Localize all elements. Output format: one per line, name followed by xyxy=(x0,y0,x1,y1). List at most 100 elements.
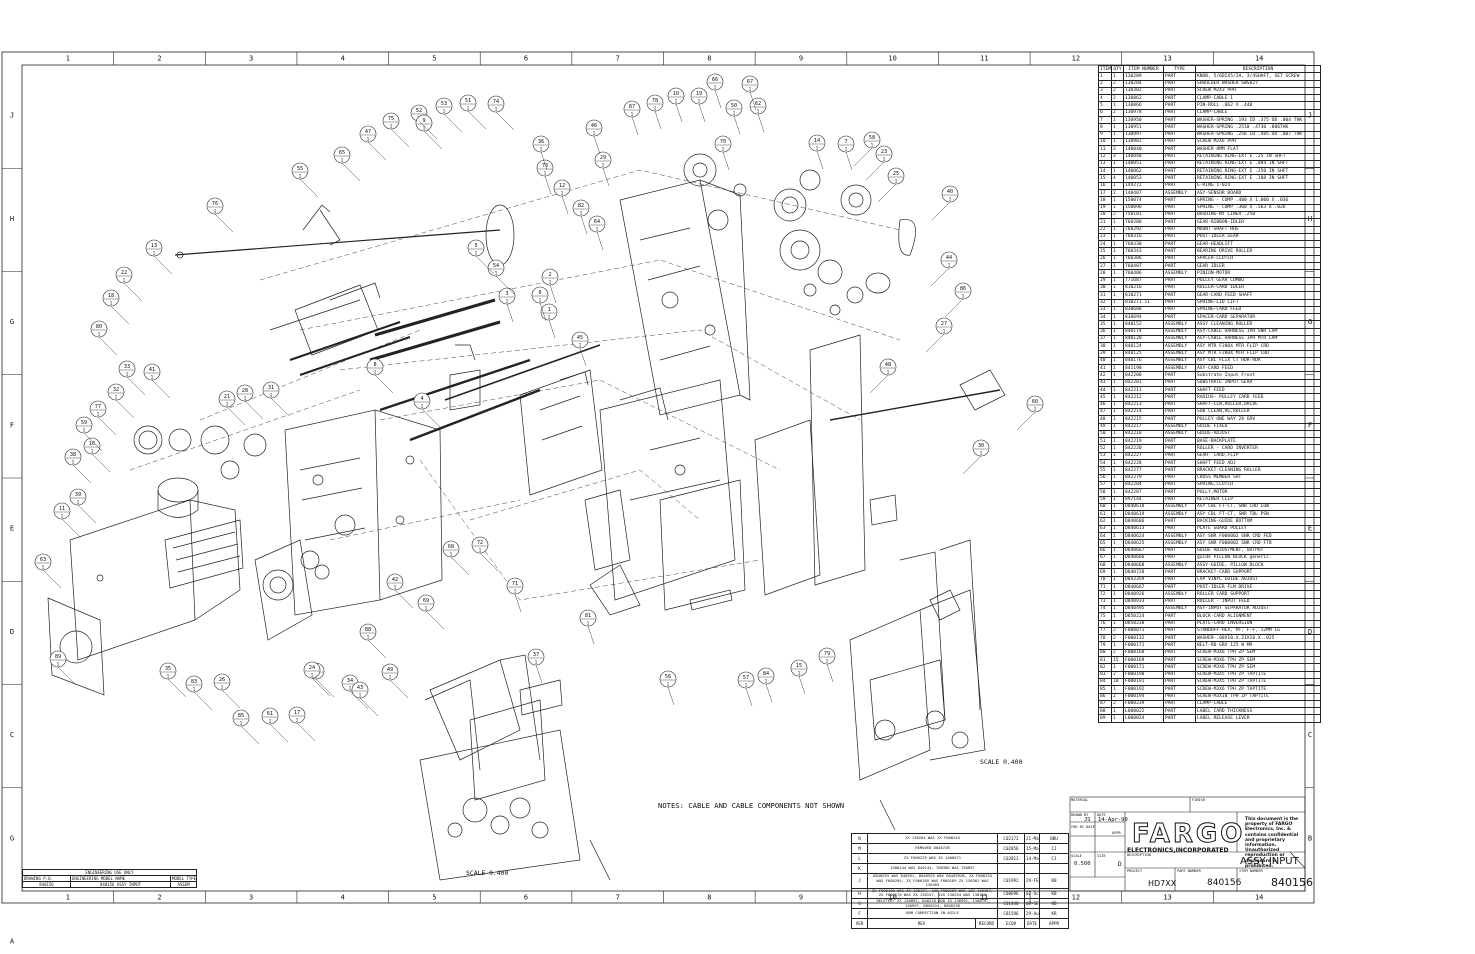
bom-cell-type: PART xyxy=(1163,261,1196,271)
tb-scale-value: 0.500 xyxy=(1074,861,1091,867)
motor-assembly xyxy=(254,539,313,641)
bom-cell-type: PART xyxy=(1163,298,1196,307)
bom-cell-description: GEAR-CARD FEED SHAFT xyxy=(1195,291,1321,300)
bom-cell-type: PART xyxy=(1163,546,1196,555)
bom-cell-qty: 1 xyxy=(1111,364,1124,373)
callout-number: 60 xyxy=(1032,399,1038,405)
bom-cell-item: 80 xyxy=(1098,648,1112,658)
callout-qty: 1 xyxy=(535,659,538,665)
revision-cell-appr: KB xyxy=(1039,897,1069,910)
bom-cell-type: PART xyxy=(1163,575,1196,585)
bom-cell-item-number: 130997 xyxy=(1123,130,1164,139)
callout-bubble: 511 xyxy=(459,94,477,111)
callout-number: 18 xyxy=(108,293,114,299)
revision-cell-rev: H xyxy=(851,887,868,899)
callout-number: 79 xyxy=(824,651,830,657)
bom-cell-item: 79 xyxy=(1098,641,1112,650)
bom-cell-description: GUIDE FIXED xyxy=(1195,422,1321,431)
bom-cell-qty: 1 xyxy=(1111,444,1124,453)
callout-number: 57 xyxy=(743,675,749,681)
bom-cell-description: LABEL CARD THICKNESS xyxy=(1195,707,1321,716)
bom-cell-item-number: 842284 xyxy=(1123,480,1164,490)
callout-number: 14 xyxy=(814,138,820,144)
bom-cell-qty: 1 xyxy=(1111,429,1124,439)
bom-cell-item: 37 xyxy=(1098,334,1112,344)
revision-row: NZX 130284 WAS ZX F000244C0217221-May-01… xyxy=(851,833,1069,844)
bom-cell-qty: 1 xyxy=(1111,590,1124,599)
callout-qty: 1 xyxy=(57,661,60,667)
callout-qty: 1 xyxy=(1034,406,1037,412)
bom-cell-qty: 1 xyxy=(1111,342,1124,351)
bom-cell-description: SUBSTRATE INPUT GEAR xyxy=(1195,378,1321,388)
callout-qty: 1 xyxy=(757,108,760,114)
callout-bubble: 421 xyxy=(386,573,404,591)
callout-bubble: 231 xyxy=(875,145,893,162)
bom-cell-item-number: 760407 xyxy=(1123,261,1164,271)
bom-cell-type: PART xyxy=(1163,495,1196,504)
callout-number: 56 xyxy=(665,674,671,680)
bom-cell-description: SCREW M2X6 PPH xyxy=(1195,137,1321,147)
bom-cell-item: 67 xyxy=(1098,553,1112,563)
tb-size-label: SIZE xyxy=(1097,854,1106,858)
bom-cell-qty: 1 xyxy=(1111,298,1124,307)
bom-cell-item-number: F000169 xyxy=(1123,656,1164,665)
bom-cell-item: 78 xyxy=(1098,634,1112,643)
callout-bubble: 391 xyxy=(69,488,87,506)
callout-qty: 1 xyxy=(540,146,543,152)
bom-cell-qty: 1 xyxy=(1111,451,1124,461)
zone-col-bottom: 9 xyxy=(799,894,803,902)
bom-cell-type: PART xyxy=(1163,174,1196,183)
revision-cell-rev: F xyxy=(851,908,868,920)
callout-qty: 1 xyxy=(596,226,599,232)
bom-cell-description: POST-IDLER FLM DRIVE xyxy=(1195,583,1321,592)
bom-cell-item-number: D840667 xyxy=(1123,546,1164,555)
bom-cell-item-number: 150096 xyxy=(1123,203,1164,212)
bom-cell-type: PART xyxy=(1163,108,1196,118)
bom-cell-type: ASSEMBLY xyxy=(1163,320,1196,329)
bom-cell-description: RETAINING RING-EXT E .094 IN SHFT xyxy=(1195,159,1321,169)
callout-number: 47 xyxy=(365,129,371,135)
bom-cell-qty: 4 xyxy=(1111,174,1124,183)
callout-number: 48 xyxy=(885,362,891,368)
guide-fixed xyxy=(754,419,821,596)
bom-cell-description: PLATE GUARD PULLEY xyxy=(1195,524,1321,534)
bom-cell-item: 27 xyxy=(1098,261,1112,271)
bom-cell-item: 4 xyxy=(1098,94,1112,103)
bom-cell-item-number: 842217 xyxy=(1123,422,1164,431)
bom-cell-qty: 1 xyxy=(1111,123,1124,132)
callout-number: 33 xyxy=(124,364,130,370)
bom-cell-qty: 1 xyxy=(1111,181,1124,191)
bom-cell-qty: 1 xyxy=(1111,269,1124,278)
tb-scale-label: SCALE xyxy=(1071,854,1082,858)
bom-cell-type: PART xyxy=(1163,386,1196,395)
bom-cell-description: ASY CBL FLIX CT HDR-HDR xyxy=(1195,356,1321,366)
callout-bubble: 101 xyxy=(667,87,685,104)
bom-cell-qty: 1 xyxy=(1111,502,1124,512)
callout-bubble: 891 xyxy=(49,650,67,668)
callout-qty: 1 xyxy=(580,210,583,216)
callout-number: 16 xyxy=(89,441,95,447)
bom-cell-item: 75 xyxy=(1098,612,1112,621)
revision-row: LZX F000229 WAS ZX 1400571C0201314-May-0… xyxy=(851,853,1069,864)
bom-cell-item: 52 xyxy=(1098,444,1112,453)
bom-cell-description: RETAINER CLIP xyxy=(1195,495,1321,504)
bom-cell-description: ROLLER-CARD IDLER xyxy=(1195,283,1321,293)
bom-cell-qty: 1 xyxy=(1111,612,1124,621)
bom-cell-item: 23 xyxy=(1098,232,1112,242)
